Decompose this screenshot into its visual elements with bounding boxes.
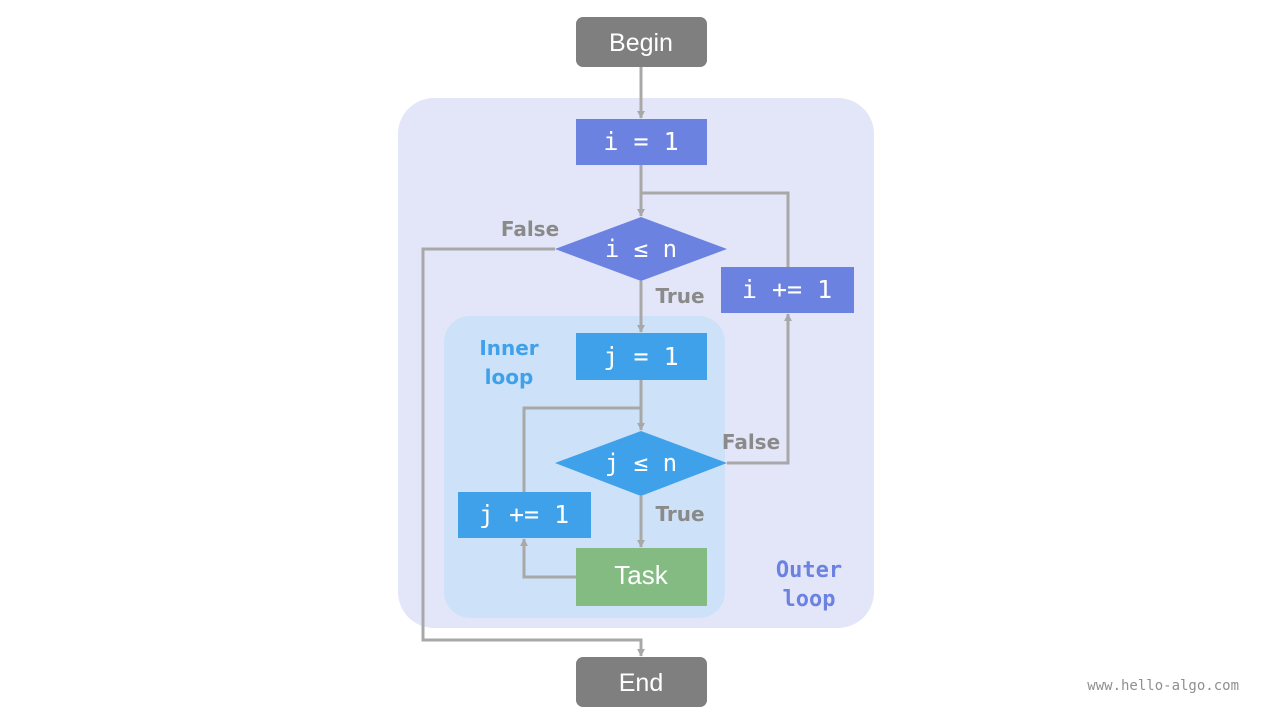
node-j-cond-label: j ≤ n (605, 449, 677, 477)
arrow-j-incr-loop-back (522, 406, 641, 492)
inner-loop-label-line1: Inner (479, 336, 538, 360)
node-i-cond: i ≤ n (555, 217, 727, 281)
node-end: End (576, 657, 707, 707)
node-i-incr-label: i += 1 (742, 275, 832, 304)
arrow-j-cond-false-to-i-incr (727, 313, 792, 465)
node-i-cond-label: i ≤ n (605, 235, 677, 263)
edge-label-j-true: True (655, 502, 704, 526)
node-end-label: End (619, 669, 663, 697)
node-j-incr: j += 1 (458, 492, 591, 538)
node-j-cond: j ≤ n (555, 431, 727, 496)
node-i-init: i = 1 (576, 119, 707, 165)
edge-label-i-false: False (501, 217, 559, 241)
edge-label-j-false: False (722, 430, 780, 454)
node-j-incr-label: j += 1 (479, 500, 569, 529)
node-task-label: Task (614, 560, 668, 590)
node-j-init: j = 1 (576, 333, 707, 380)
edge-label-i-true: True (655, 284, 704, 308)
arrow-i-cond-false-to-end (421, 247, 645, 657)
site-watermark: www.hello-algo.com (1087, 678, 1239, 694)
node-i-init-label: i = 1 (603, 127, 678, 156)
node-begin-label: Begin (609, 29, 673, 57)
arrow-i-incr-loop-back (641, 191, 790, 267)
node-begin: Begin (576, 17, 707, 67)
node-j-init-label: j = 1 (603, 342, 678, 371)
outer-loop-label-line1: Outer (776, 558, 842, 583)
connectors (421, 67, 792, 657)
node-i-incr: i += 1 (721, 267, 854, 313)
arrow-task-to-j-incr (520, 538, 576, 579)
inner-loop-label-line2: loop (485, 365, 534, 389)
node-task: Task (576, 548, 707, 606)
outer-loop-label-line2: loop (783, 587, 836, 612)
